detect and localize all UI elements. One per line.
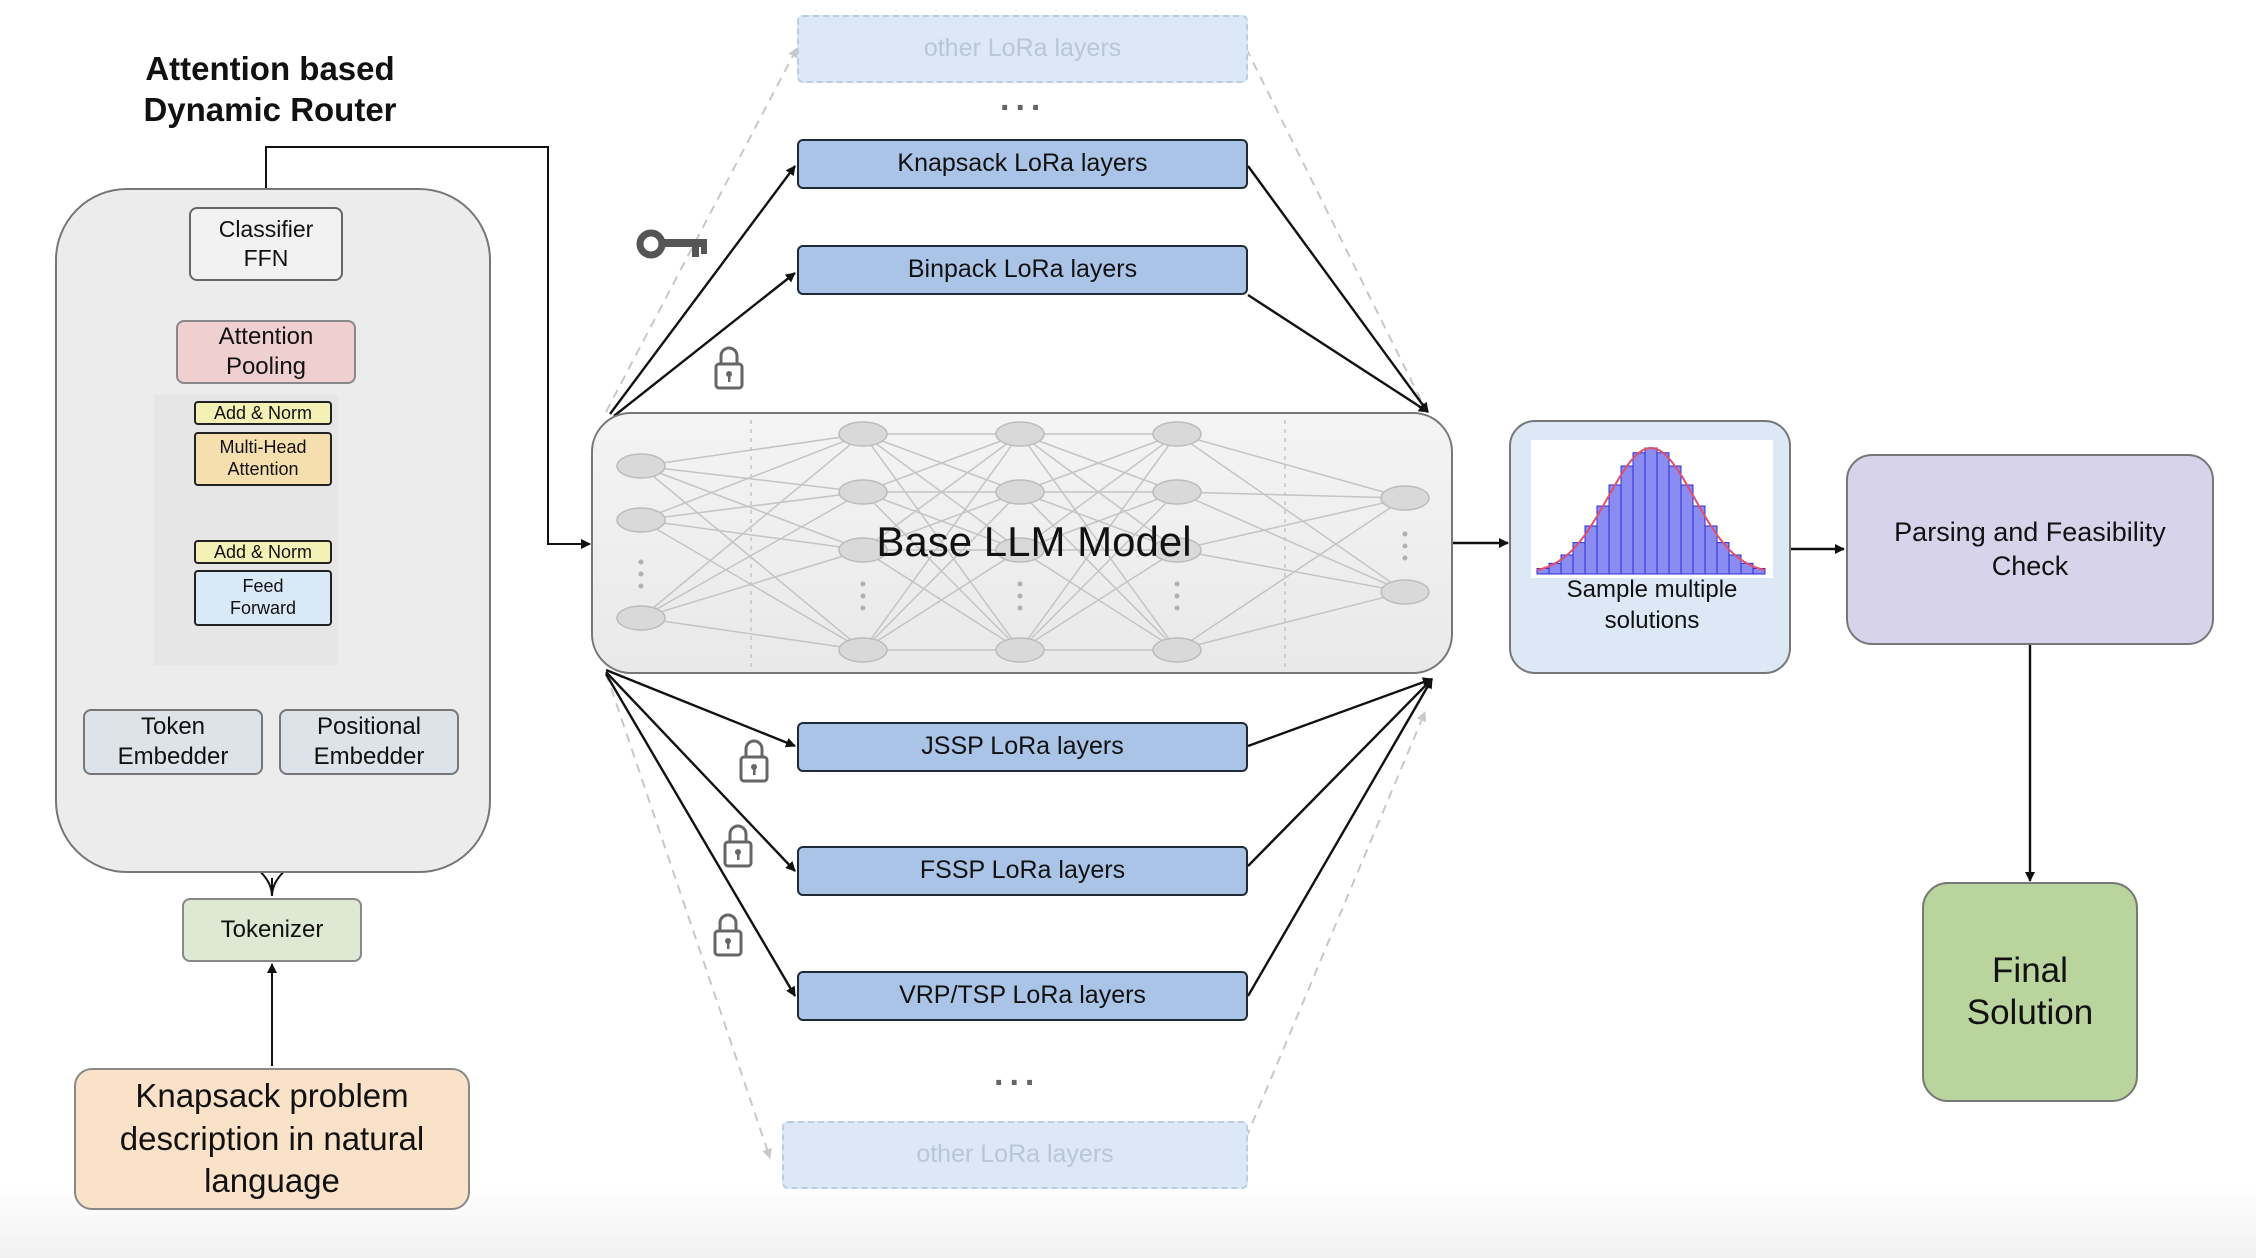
key-icon xyxy=(636,229,707,259)
ellipsis-bottom: ... xyxy=(994,1055,1041,1093)
neural-network-graphic xyxy=(616,420,1430,670)
edge-from-binpack xyxy=(1247,293,1429,414)
nn-node xyxy=(995,421,1045,447)
binpack-lora-layers: Binpack LoRa layers xyxy=(797,245,1248,295)
histogram-bar xyxy=(1680,484,1694,575)
base-llm-model: Base LLM Model xyxy=(591,412,1453,674)
edge-to-fssp xyxy=(605,671,796,872)
lock-icon xyxy=(723,824,753,868)
dashed-edge-top-in xyxy=(605,47,798,413)
histogram-chart xyxy=(1531,440,1773,578)
nn-node xyxy=(838,537,888,563)
histogram-bar xyxy=(1608,484,1622,575)
nn-node xyxy=(1152,421,1202,447)
histogram-bar xyxy=(1692,505,1706,575)
add-norm-top: Add & Norm xyxy=(194,401,332,425)
nn-node xyxy=(838,637,888,663)
histogram-bar xyxy=(1620,465,1634,575)
histogram-bar xyxy=(1656,452,1670,575)
vrp-tsp-lora-layers: VRP/TSP LoRa layers xyxy=(797,971,1248,1021)
edge-from-vrp xyxy=(1246,678,1434,997)
tokenizer: Tokenizer xyxy=(182,898,362,962)
edge-from-jssp xyxy=(1247,677,1433,748)
edge-from-knapsack xyxy=(1247,165,1429,413)
router-to-base-edge xyxy=(265,146,591,549)
dashed-edge-bottom-out xyxy=(1245,711,1427,1139)
histogram-bar xyxy=(1632,452,1646,575)
other-lora-layers-bottom: other LoRa layers xyxy=(782,1121,1248,1189)
histogram-bar xyxy=(1596,505,1610,575)
edge-to-binpack xyxy=(613,272,796,417)
edge-to-knapsack xyxy=(609,165,796,415)
lock-icon xyxy=(714,346,744,390)
nn-node xyxy=(995,637,1045,663)
histogram-bar xyxy=(1668,465,1682,575)
base-llm-label: Base LLM Model xyxy=(876,518,1192,565)
nn-node xyxy=(1380,485,1430,511)
nn-node xyxy=(1152,479,1202,505)
router-title: Attention based Dynamic Router xyxy=(143,50,397,129)
nn-node xyxy=(1152,537,1202,563)
nn-node xyxy=(1380,579,1430,605)
nn-node xyxy=(616,605,666,631)
fssp-lora-layers: FSSP LoRa layers xyxy=(797,846,1248,896)
knapsack-lora-layers: Knapsack LoRa layers xyxy=(797,139,1248,189)
edge-to-jssp xyxy=(605,668,796,748)
dashed-edge-top-out xyxy=(1245,47,1426,409)
histogram-bar xyxy=(1644,447,1658,575)
nn-node xyxy=(838,479,888,505)
nn-node xyxy=(1152,637,1202,663)
edge-to-vrp xyxy=(604,673,797,997)
dashed-edge-bottom-in xyxy=(605,672,772,1159)
nn-node xyxy=(616,507,666,533)
nn-node xyxy=(995,537,1045,563)
nn-node xyxy=(838,421,888,447)
add-norm-bottom: Add & Norm xyxy=(194,540,332,564)
edge-from-fssp xyxy=(1247,678,1433,867)
nn-node xyxy=(616,453,666,479)
nn-node xyxy=(995,479,1045,505)
lock-icon xyxy=(713,913,743,957)
lock-icon xyxy=(739,739,769,783)
other-lora-layers-top: other LoRa layers xyxy=(797,15,1248,83)
ellipsis-top: ... xyxy=(1000,80,1047,118)
jssp-lora-layers: JSSP LoRa layers xyxy=(797,722,1248,772)
